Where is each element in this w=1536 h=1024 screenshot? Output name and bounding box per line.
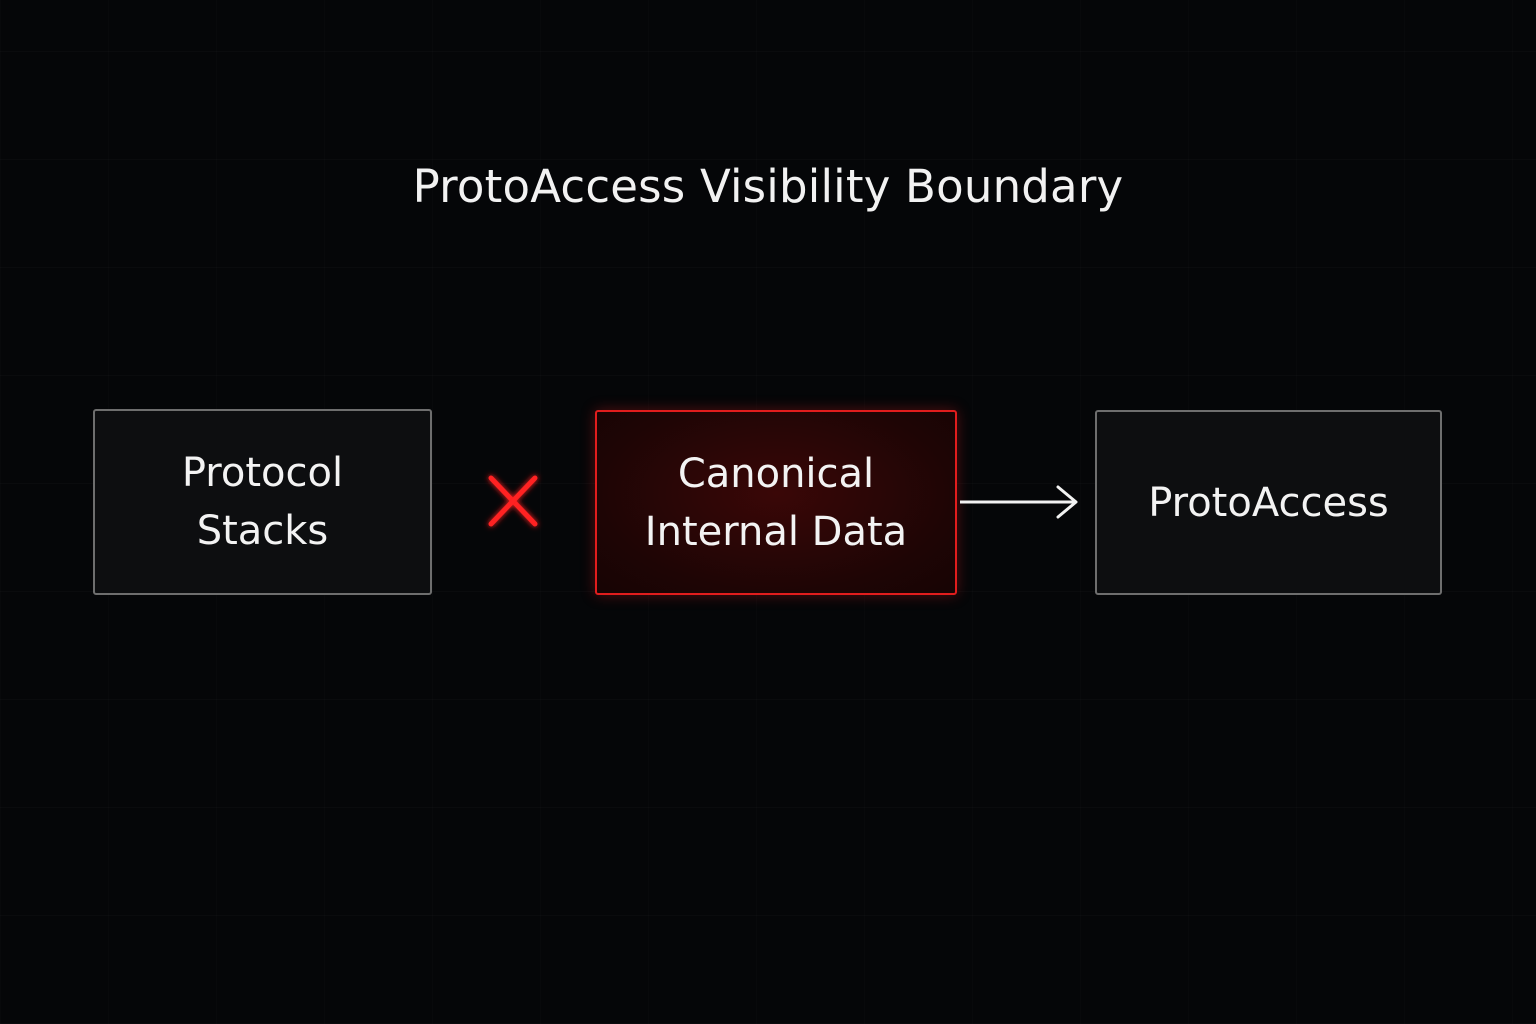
node-protoaccess: ProtoAccess — [1095, 410, 1442, 595]
node-canonical-internal-data: Canonical Internal Data — [595, 410, 957, 595]
node-canonical-internal-data-label: Canonical Internal Data — [644, 450, 908, 555]
node-protoaccess-label: ProtoAccess — [1148, 479, 1389, 526]
diagram-title: ProtoAccess Visibility Boundary — [412, 160, 1124, 213]
allowed-connector — [960, 485, 1078, 519]
node-protocol-stacks-label: Protocol Stacks — [181, 450, 344, 554]
x-icon — [488, 475, 538, 527]
blocked-connector — [440, 475, 590, 527]
node-protocol-stacks: Protocol Stacks — [93, 409, 432, 595]
arrow-right-icon — [1056, 485, 1078, 519]
